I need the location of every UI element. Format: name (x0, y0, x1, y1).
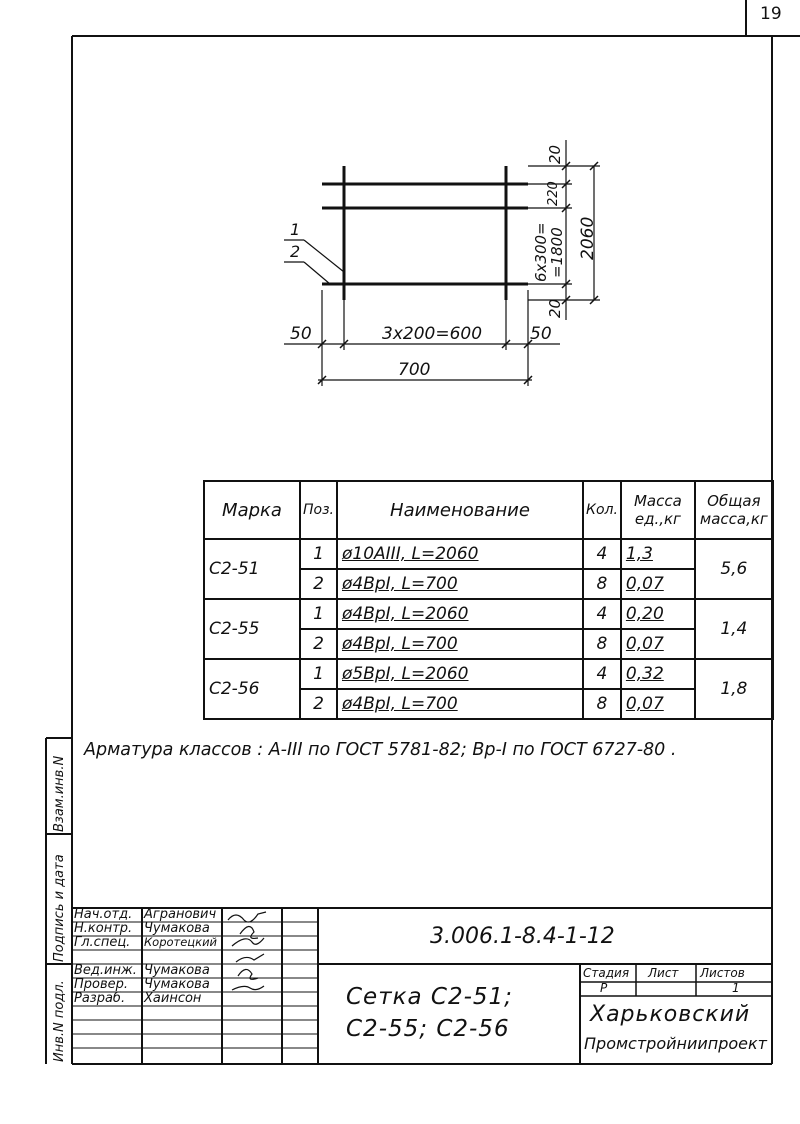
role-label: Вед.инж. (74, 963, 137, 978)
dimension-bottom-20: 20 (546, 298, 564, 318)
dimension-total-width: 700 (398, 360, 431, 380)
stage-value: Р (600, 981, 608, 995)
organization-line2: Промстройниипроект (584, 1034, 767, 1053)
table-row: 2 ø4BpI, L=700 8 0,07 (204, 628, 773, 660)
pos-cell: 1 (299, 538, 338, 570)
mass-cell: 1,3 (619, 538, 696, 570)
side-stamp-sign-date: Подпись и дата (52, 854, 67, 962)
mass-cell: 0,07 (619, 628, 696, 660)
table-row: С2-56 1 ø5BpI, L=2060 4 0,32 1,8 (203, 658, 774, 720)
side-stamp-inv-replace: Взам.инв.N (52, 755, 67, 832)
reinforcement-note: Арматура классов : А-III по ГОСТ 5781-82… (84, 740, 677, 760)
dimension-total-height: 2060 (578, 216, 598, 260)
position-label-2: 2 (290, 242, 301, 261)
sheets-value: 1 (732, 981, 740, 995)
position-label-1: 1 (290, 220, 301, 239)
stage-label: Стадия (583, 966, 630, 980)
total-mass-cell: 1,4 (693, 598, 774, 660)
qty-cell: 4 (582, 538, 622, 570)
header-mass-total: Общая масса,кг (693, 480, 774, 540)
sheets-label: Листов (700, 966, 745, 980)
header-mark: Марка (203, 480, 301, 540)
mass-cell: 0,32 (619, 658, 696, 690)
title-block-grid (72, 907, 772, 1064)
role-label: Нач.отд. (74, 907, 133, 922)
pos-cell: 2 (299, 568, 338, 600)
document-code: 3.006.1-8.4-1-12 (430, 924, 615, 949)
sheet-label: Лист (648, 966, 679, 980)
qty-cell: 4 (582, 658, 622, 690)
name-cell: ø4BpI, L=700 (336, 568, 584, 600)
role-label: Провер. (74, 977, 129, 992)
dimension-top-20: 20 (546, 144, 564, 164)
role-label: Гл.спец. (74, 935, 131, 950)
role-name: Агранович (144, 907, 217, 922)
qty-cell: 8 (582, 628, 622, 660)
organization-line1: Харьковский (590, 1002, 751, 1027)
mark-cell: С2-56 (203, 658, 301, 720)
total-mass-cell: 1,8 (693, 658, 774, 720)
table-row: 2 ø4BpI, L=700 8 0,07 (204, 568, 773, 600)
mark-cell: С2-51 (203, 538, 301, 600)
pos-cell: 2 (299, 688, 338, 720)
role-name: Хаинсон (144, 991, 202, 1006)
mark-cell: С2-55 (203, 598, 301, 660)
name-cell: ø4BpI, L=700 (336, 688, 584, 720)
dimension-left-50: 50 (290, 324, 312, 344)
qty-cell: 8 (582, 688, 622, 720)
name-cell: ø10AIII, L=2060 (336, 538, 584, 570)
name-cell: ø5BpI, L=2060 (336, 658, 584, 690)
dimension-span: 3x200=600 (382, 324, 483, 344)
drawing-title-line1: Сетка С2-51; (346, 984, 513, 1010)
total-mass-cell: 5,6 (693, 538, 774, 600)
pos-cell: 1 (299, 598, 338, 630)
name-cell: ø4BpI, L=700 (336, 628, 584, 660)
header-mass-unit-line1: Масса (633, 492, 682, 510)
mass-cell: 0,07 (619, 688, 696, 720)
dimension-vertical-span-b: =1800 (548, 227, 566, 278)
role-name: Коротецкий (144, 935, 218, 949)
header-qty: Кол. (582, 480, 622, 540)
pos-cell: 2 (299, 628, 338, 660)
dimension-220: 220 (546, 181, 561, 206)
drawing-title-line2: С2-55; С2-56 (346, 1016, 510, 1042)
role-label: Разраб. (74, 991, 126, 1006)
header-mass-total-line2: масса,кг (699, 510, 768, 528)
dimension-right-50: 50 (530, 324, 552, 344)
header-name: Наименование (336, 480, 584, 540)
header-pos: Поз. (299, 480, 338, 540)
header-mass-unit-line2: ед.,кг (634, 510, 681, 528)
table-row: С2-51 1 ø10AIII, L=2060 4 1,3 5,6 (203, 538, 774, 600)
mesh-drawing (284, 140, 600, 386)
qty-cell: 4 (582, 598, 622, 630)
qty-cell: 8 (582, 568, 622, 600)
name-cell: ø4BpI, L=2060 (336, 598, 584, 630)
table-row: С2-55 1 ø4BpI, L=2060 4 0,20 1,4 (203, 598, 774, 660)
role-name: Чумакова (144, 963, 210, 978)
signature-scribbles (227, 911, 267, 991)
mass-cell: 0,20 (619, 598, 696, 630)
header-mass-total-line1: Общая (707, 492, 761, 510)
role-name: Чумакова (144, 977, 210, 992)
header-mass-unit: Масса ед.,кг (619, 480, 696, 540)
table-header-row: Марка Поз. Наименование Кол. Масса ед.,к… (203, 480, 774, 540)
pos-cell: 1 (299, 658, 338, 690)
table-row: 2 ø4BpI, L=700 8 0,07 (204, 688, 773, 720)
role-label: Н.контр. (74, 921, 133, 936)
side-stamp-inv-orig: Инв.N подл. (52, 980, 67, 1062)
page-number: 19 (760, 4, 782, 24)
role-name: Чумакова (144, 921, 210, 936)
mass-cell: 0,07 (619, 568, 696, 600)
specification-table: Марка Поз. Наименование Кол. Масса ед.,к… (203, 480, 774, 720)
